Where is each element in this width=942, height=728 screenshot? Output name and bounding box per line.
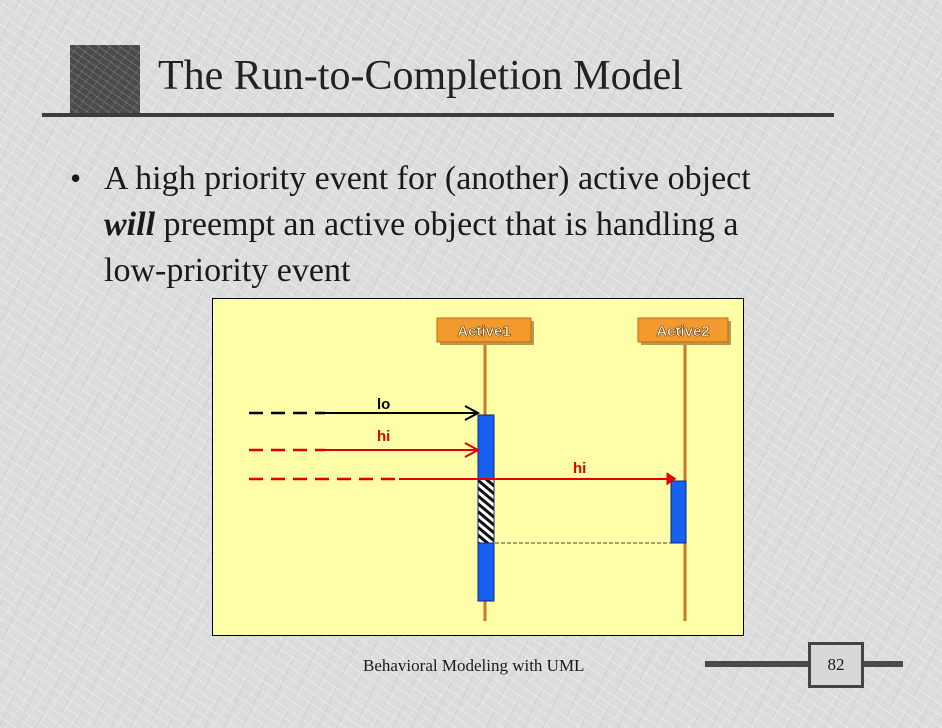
- activation-active1-lo: [477, 414, 495, 480]
- bullet-icon: •: [70, 160, 82, 196]
- footer-title: Behavioral Modeling with UML: [363, 656, 585, 675]
- message-hi-active1-label: hi: [377, 428, 390, 445]
- message-lo-label: lo: [377, 396, 390, 413]
- bullet-text: A high priority event for (another) acti…: [104, 156, 844, 294]
- activation-active1-preempted: [477, 478, 495, 544]
- activation-active2-hi: [670, 480, 687, 544]
- bullet-emphasis: will: [104, 206, 156, 243]
- footer-rule: [705, 661, 903, 667]
- bullet-line-2: preempt an active object that is handlin…: [155, 206, 739, 243]
- bullet-line-1: A high priority event for (another) acti…: [104, 160, 751, 197]
- slide-title: The Run-to-Completion Model: [158, 53, 683, 99]
- message-hi-active2-label: hi: [573, 460, 586, 477]
- sequence-diagram: Active1 Active2 lo: [212, 298, 744, 636]
- activation-active1-resume: [477, 542, 495, 602]
- title-underline: [42, 113, 834, 117]
- message-hi-active2: hi: [249, 460, 677, 485]
- message-hi-active1: hi: [249, 428, 481, 458]
- object-active1: Active1: [436, 317, 534, 345]
- title-decoration-block: [70, 45, 140, 115]
- page-number: 82: [808, 642, 864, 688]
- bullet-line-3: low-priority event: [104, 252, 351, 289]
- object-active1-label: Active1: [457, 323, 510, 340]
- object-active2-label: Active2: [656, 323, 709, 340]
- message-lo: lo: [249, 396, 481, 421]
- sequence-diagram-svg: Active1 Active2 lo: [249, 317, 731, 621]
- object-active2: Active2: [637, 317, 731, 345]
